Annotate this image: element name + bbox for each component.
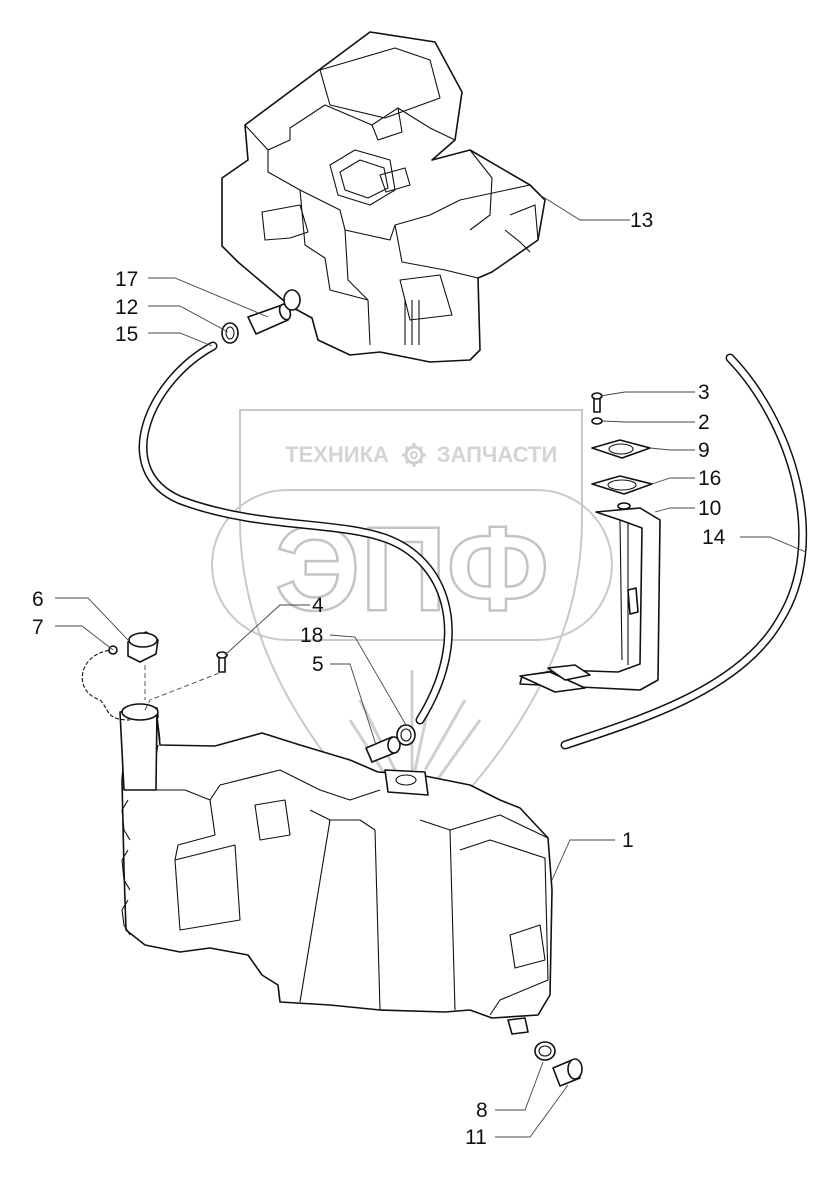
callout-3: 3 [698,381,710,404]
callout-5: 5 [312,653,324,676]
callout-labels: 13 17 12 15 3 2 9 16 10 14 6 7 4 18 5 1 … [32,209,726,1149]
watermark-text-left: ТЕХНИКА [285,442,389,467]
clamp-18 [396,724,416,746]
upper-fuel-tank [221,31,546,363]
hose-coupling-17 [247,289,301,335]
callout-10: 10 [698,497,721,520]
gasket-9 [591,439,651,459]
fuel-level-sender [519,392,661,693]
callout-9: 9 [698,439,710,462]
connector-5 [365,736,401,763]
callout-12: 12 [115,296,138,319]
gear-icon [402,443,426,467]
callout-16: 16 [698,467,721,490]
callout-4: 4 [312,594,324,617]
watermark-text-right: ЗАПЧАСТИ [437,442,558,467]
screw-4 [216,651,228,673]
drain-cap-11 [552,1058,583,1087]
callout-6: 6 [32,588,44,611]
gasket-16 [591,475,653,495]
watermark-oval [211,489,613,641]
washer-2 [591,417,603,425]
fuel-hose-15 [138,341,453,725]
hose-clamp-12 [221,322,239,344]
drain-clamp-8 [534,1041,556,1061]
callout-13: 13 [630,209,653,232]
callout-14: 14 [702,526,726,549]
leader-lines [55,194,807,1138]
callout-7: 7 [32,616,44,639]
callout-11: 11 [465,1126,487,1149]
watermark: ТЕХНИКА ЗАПЧАСТИ ЭПФ [211,409,613,852]
callout-2: 2 [698,411,710,434]
callout-15: 15 [115,323,138,346]
callout-1: 1 [622,829,634,852]
vent-hose-14 [560,353,808,750]
main-fuel-tank [119,703,553,1035]
callout-8: 8 [476,1099,488,1122]
callout-18: 18 [300,624,323,647]
callout-17: 17 [115,268,138,291]
filler-cap-6 [127,631,159,663]
